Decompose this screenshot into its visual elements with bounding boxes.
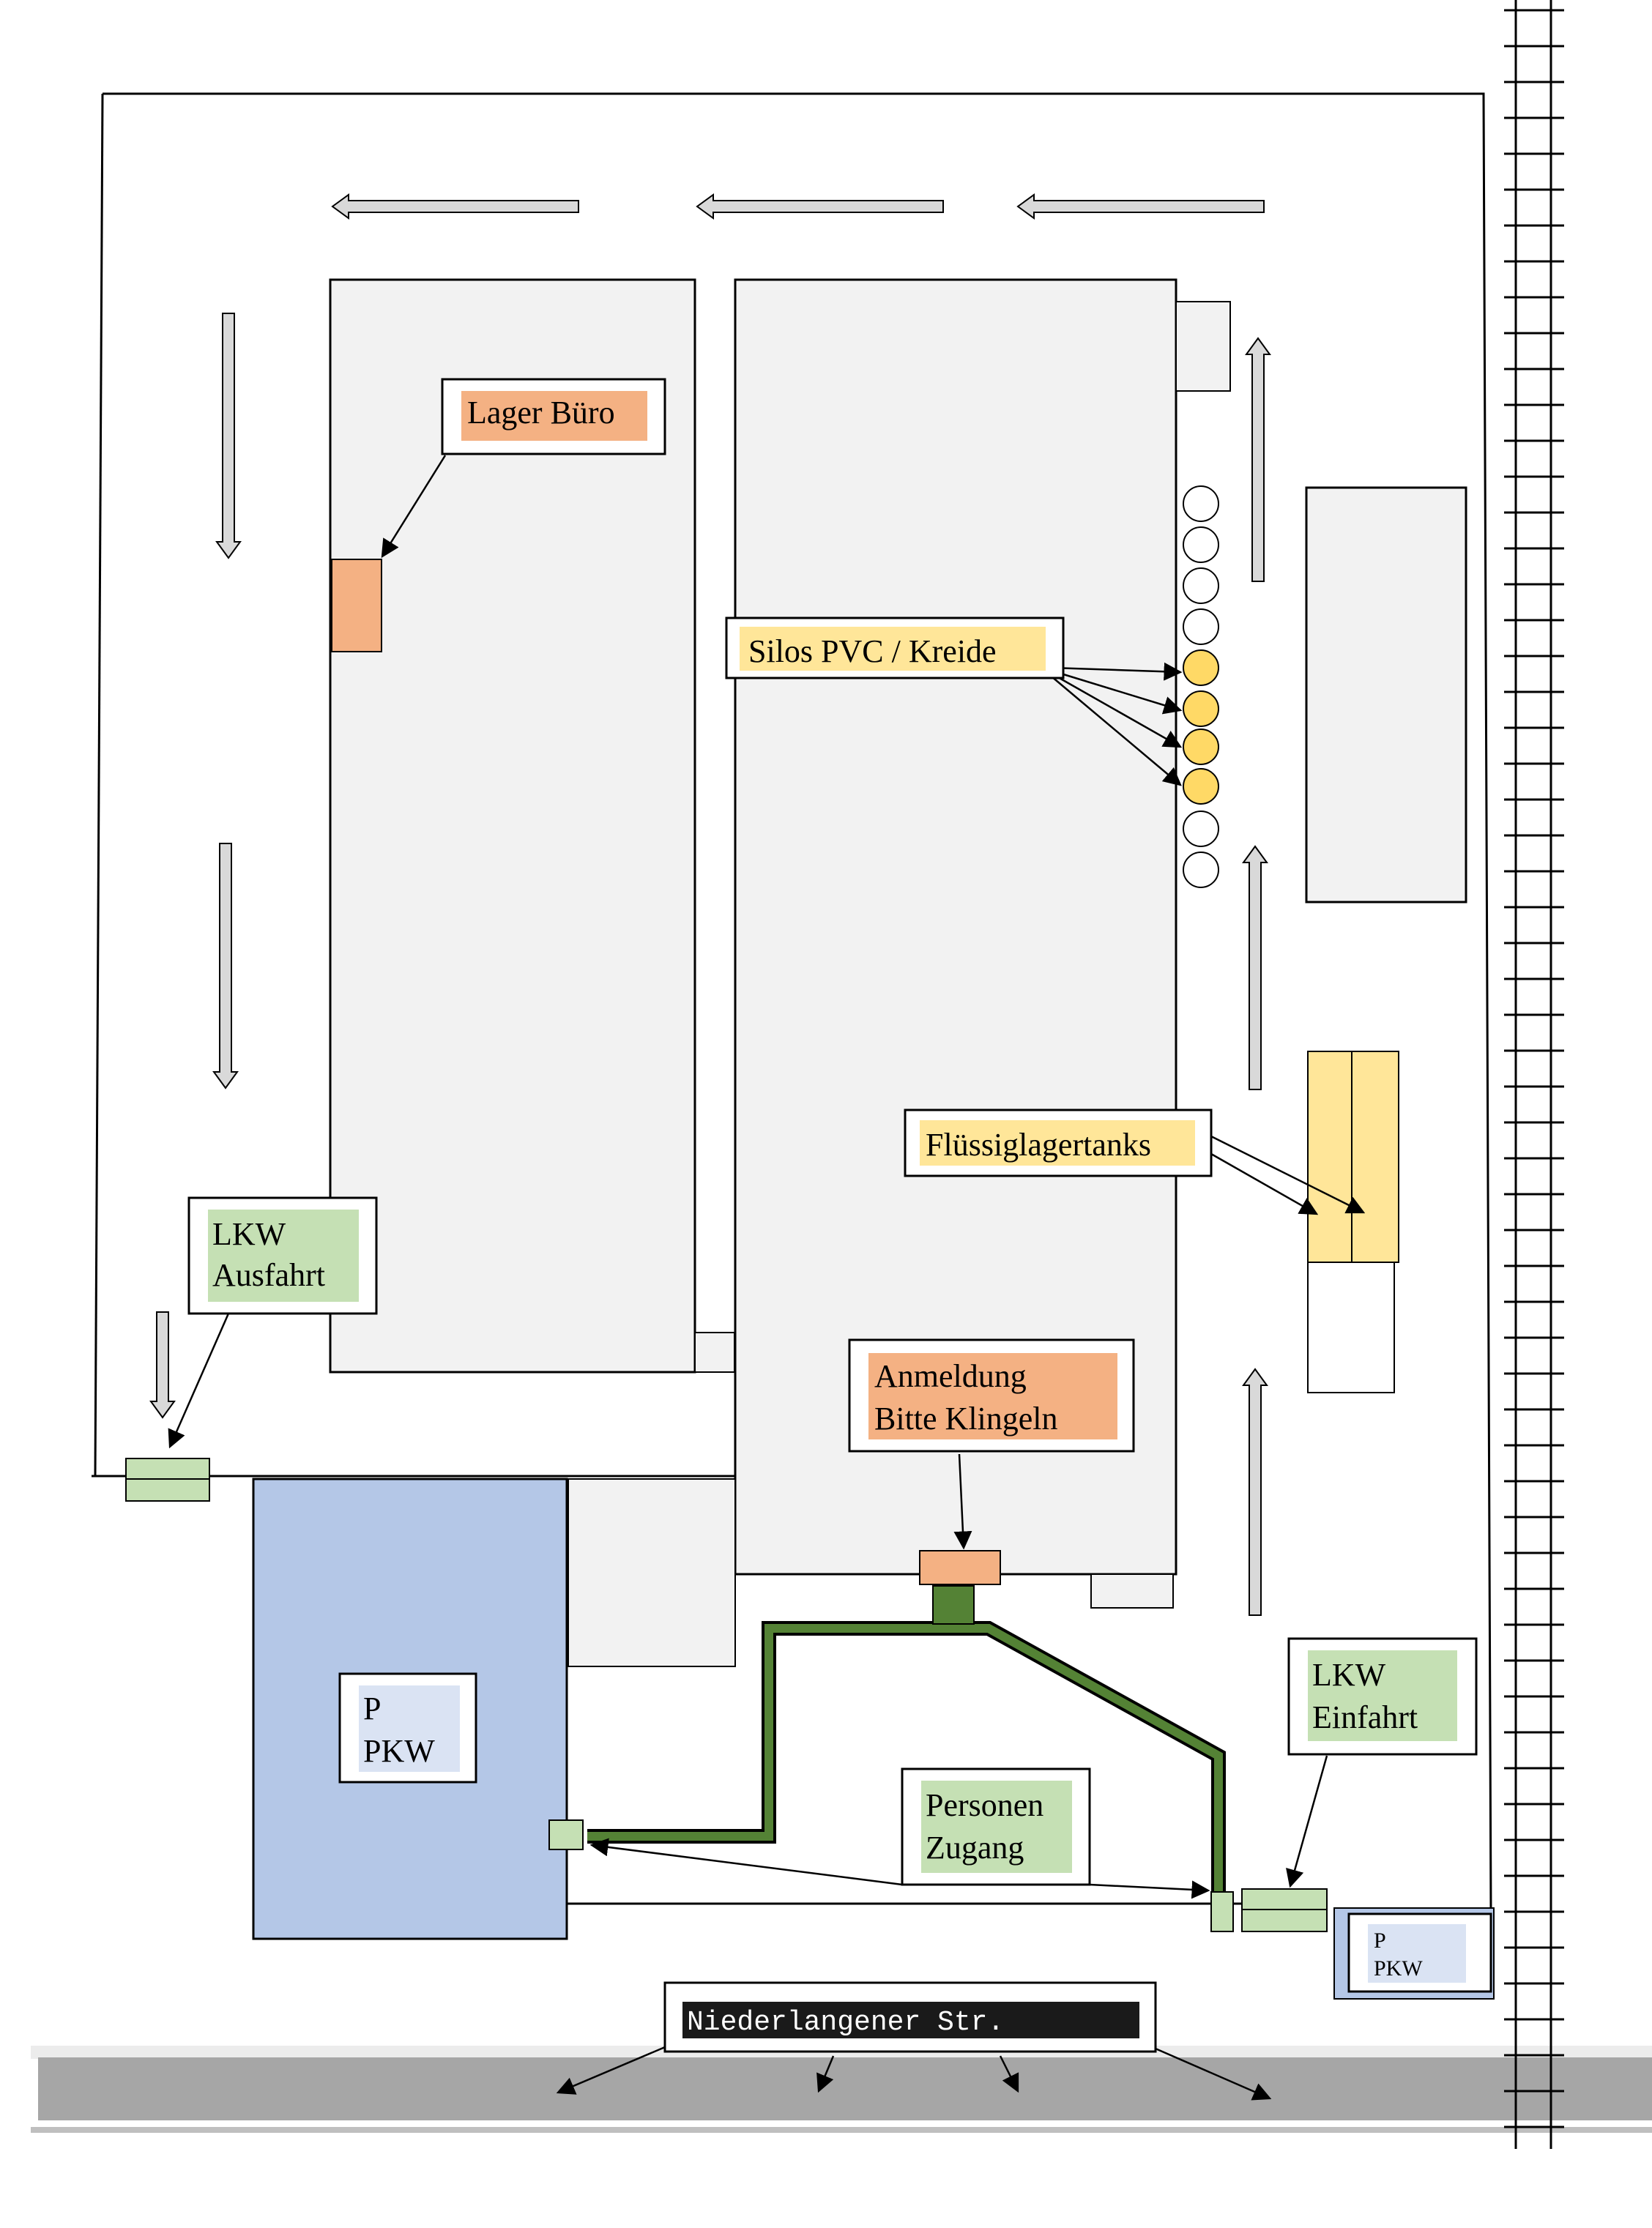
arrow-left-icon bbox=[696, 193, 944, 220]
silo-circle-icon bbox=[1183, 811, 1219, 847]
entrance-marker bbox=[919, 1550, 1001, 1585]
label-fluessig-text: Flüssiglagertanks bbox=[926, 1127, 1151, 1163]
label-parking-large-line2: PKW bbox=[363, 1733, 435, 1769]
label-street-text: Niederlangener Str. bbox=[687, 2007, 1004, 2038]
label-lkw-ausfahrt-line2: Ausfahrt bbox=[212, 1257, 325, 1293]
annex-bottom bbox=[1090, 1573, 1174, 1609]
label-lkw-ausfahrt: LKW Ausfahrt bbox=[187, 1196, 378, 1315]
label-lager-buero: Lager Büro bbox=[441, 378, 666, 455]
silo-circle-icon bbox=[1183, 608, 1219, 645]
parking-area-small bbox=[1333, 1907, 1495, 2000]
railway-track-icon bbox=[1504, 0, 1564, 2149]
label-parking-small-line1: P bbox=[1374, 1929, 1386, 1953]
arrow-down-icon bbox=[212, 843, 239, 1089]
label-lkw-ausfahrt-line1: LKW bbox=[212, 1216, 286, 1252]
arrow-up-icon bbox=[1245, 337, 1271, 582]
road bbox=[31, 2046, 1652, 2133]
label-anmeldung: Anmeldung Bitte Klingeln bbox=[848, 1338, 1135, 1453]
pointer-lines bbox=[168, 455, 1366, 2101]
label-lager-buero-text: Lager Büro bbox=[467, 395, 615, 431]
label-lkw-einfahrt-line2: Einfahrt bbox=[1312, 1699, 1418, 1735]
building-connector bbox=[694, 1332, 735, 1373]
person-gate-left bbox=[548, 1819, 584, 1850]
silo-row bbox=[1183, 485, 1219, 888]
label-personen-line2: Zugang bbox=[926, 1830, 1024, 1866]
arrow-up-icon bbox=[1242, 845, 1268, 1090]
arrow-left-icon bbox=[331, 193, 579, 220]
person-gate-right bbox=[1210, 1891, 1234, 1932]
annex-top bbox=[1175, 301, 1231, 392]
silo-circle-icon bbox=[1183, 729, 1219, 765]
label-street: Niederlangener Str. bbox=[663, 1981, 1157, 2053]
silo-circle-icon bbox=[1183, 852, 1219, 888]
label-parking-large-line1: P bbox=[363, 1691, 381, 1726]
label-parking-small-line2: PKW bbox=[1374, 1956, 1423, 1981]
label-lkw-einfahrt-line1: LKW bbox=[1312, 1657, 1386, 1693]
label-lkw-einfahrt: LKW Einfahrt bbox=[1287, 1637, 1478, 1756]
label-parking-large: P PKW bbox=[338, 1672, 477, 1784]
building-right bbox=[1305, 486, 1467, 904]
building-lower-left bbox=[568, 1478, 736, 1667]
label-personen-line1: Personen bbox=[926, 1787, 1043, 1823]
label-silos: Silos PVC / Kreide bbox=[725, 616, 1065, 679]
label-anmeldung-line2: Bitte Klingeln bbox=[874, 1401, 1058, 1437]
arrow-left-icon bbox=[1016, 193, 1265, 220]
label-silos-text: Silos PVC / Kreide bbox=[748, 633, 997, 669]
warehouse-left bbox=[329, 278, 696, 1374]
arrow-down-icon bbox=[215, 313, 242, 559]
silo-circle-icon bbox=[1183, 526, 1219, 563]
arrow-down-icon bbox=[149, 1311, 176, 1419]
silo-circle-icon bbox=[1183, 649, 1219, 686]
silo-circle-icon bbox=[1183, 485, 1219, 522]
liquid-tanks bbox=[1307, 1051, 1399, 1393]
arrow-up-icon bbox=[1242, 1368, 1268, 1616]
silo-circle-icon bbox=[1183, 768, 1219, 805]
silo-circle-icon bbox=[1183, 690, 1219, 727]
office-marker bbox=[331, 559, 382, 652]
label-anmeldung-line1: Anmeldung bbox=[874, 1358, 1027, 1394]
label-fluessig: Flüssiglagertanks bbox=[904, 1109, 1213, 1177]
silo-circle-icon bbox=[1183, 567, 1219, 604]
pedestrian-path bbox=[587, 1585, 1226, 1896]
label-personen: Personen Zugang bbox=[901, 1767, 1091, 1886]
site-boundary bbox=[92, 92, 1492, 1915]
